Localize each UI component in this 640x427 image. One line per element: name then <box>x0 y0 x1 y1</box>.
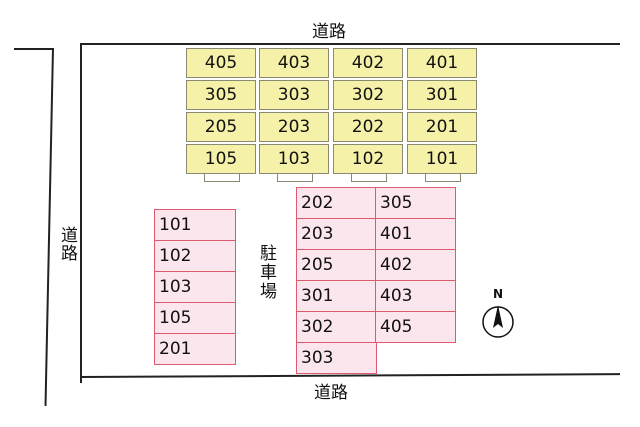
parking-slot-305: 305 <box>375 187 456 219</box>
unit-202: 202 <box>333 112 403 142</box>
parking-slot-403: 403 <box>375 280 456 312</box>
parking-slot-205: 205 <box>296 249 377 281</box>
parking-slot-303: 303 <box>296 342 377 374</box>
parking-slot-401: 401 <box>375 218 456 250</box>
parking-slot-201: 201 <box>154 333 236 365</box>
parking-slot-101: 101 <box>154 209 236 241</box>
road-label-left: 道路 <box>57 226 77 262</box>
parking-slot-105: 105 <box>154 302 236 334</box>
road-edge-left-outer-top <box>14 48 54 50</box>
parking-slot-202: 202 <box>296 187 377 219</box>
unit-103: 103 <box>259 144 329 174</box>
entrance-step <box>277 174 313 182</box>
unit-401: 401 <box>407 48 477 78</box>
unit-302: 302 <box>333 80 403 110</box>
unit-301: 301 <box>407 80 477 110</box>
parking-slot-103: 103 <box>154 271 236 303</box>
parking-slot-405: 405 <box>375 311 456 343</box>
road-label-bottom: 道路 <box>314 383 348 403</box>
parking-slot-102: 102 <box>154 240 236 272</box>
parking-slot-402: 402 <box>375 249 456 281</box>
unit-405: 405 <box>186 48 256 78</box>
parking-slot-203: 203 <box>296 218 377 250</box>
unit-203: 203 <box>259 112 329 142</box>
entrance-step <box>425 174 461 182</box>
unit-403: 403 <box>259 48 329 78</box>
unit-102: 102 <box>333 144 403 174</box>
apartment-building: 405 403 402 401 305 303 302 301 205 203 … <box>186 48 482 182</box>
road-edge-top <box>80 43 620 45</box>
parking-label: 駐車場 <box>256 244 276 301</box>
entrance-step <box>204 174 240 182</box>
unit-205: 205 <box>186 112 256 142</box>
parking-slot-301: 301 <box>296 280 377 312</box>
unit-101: 101 <box>407 144 477 174</box>
unit-105: 105 <box>186 144 256 174</box>
compass-label: N <box>493 287 503 301</box>
unit-201: 201 <box>407 112 477 142</box>
unit-303: 303 <box>259 80 329 110</box>
north-compass-icon: N <box>478 286 518 342</box>
road-label-top: 道路 <box>312 22 346 42</box>
entrance-step <box>351 174 387 182</box>
unit-305: 305 <box>186 80 256 110</box>
unit-402: 402 <box>333 48 403 78</box>
parking-slot-302: 302 <box>296 311 377 343</box>
road-edge-left-outer <box>44 47 54 406</box>
site-edge-left <box>80 43 82 383</box>
